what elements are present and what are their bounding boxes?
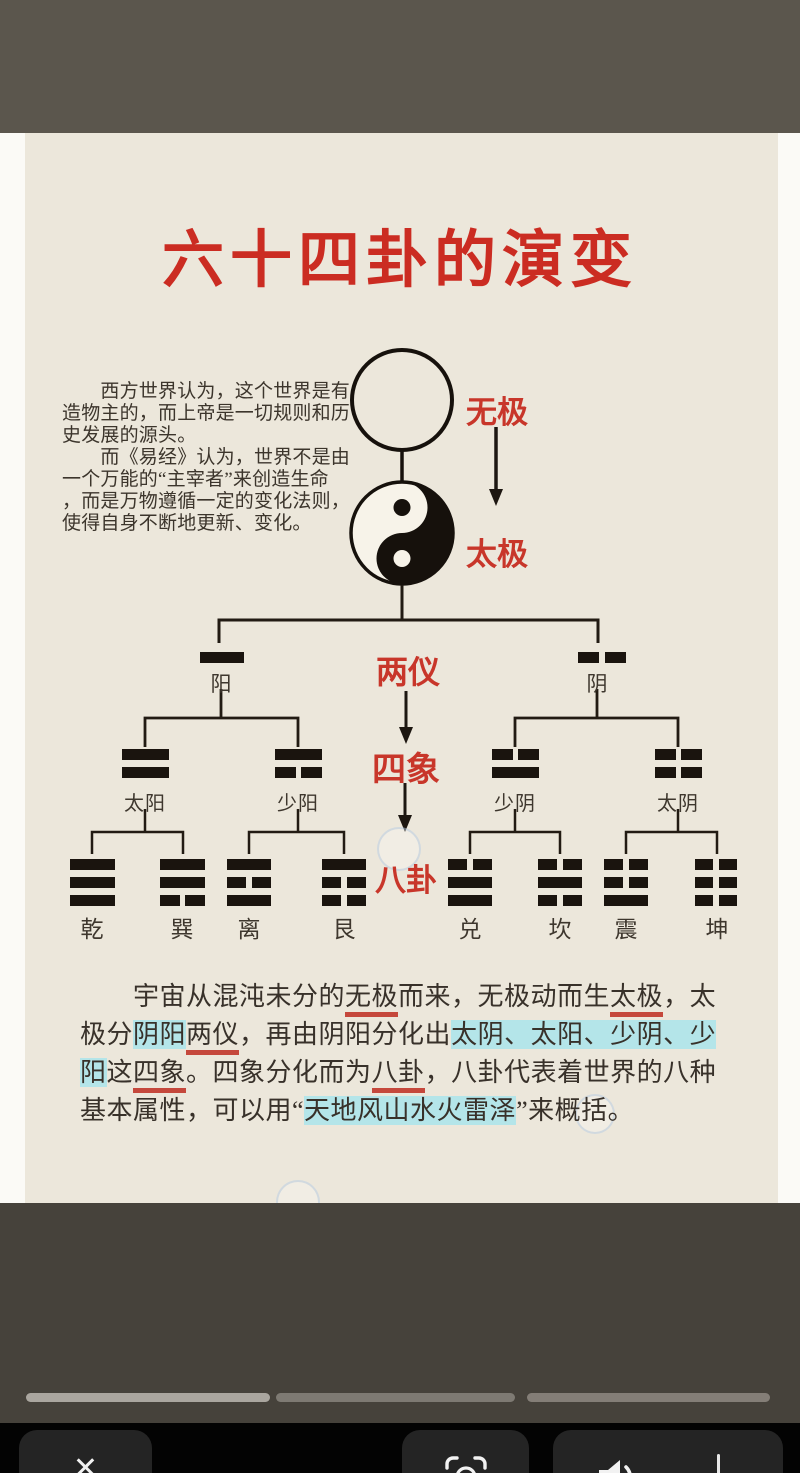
poster-title: 六十四卦的演变 [161,226,638,295]
trigram-qian [70,859,115,906]
node-label-zhen: 震 [614,917,638,942]
taiyang-symbol [122,749,169,778]
trigram-kan [538,859,582,906]
viewer-bottom-strip [0,1203,800,1423]
poster-photo[interactable]: 六十四卦的演变 西方世界认为，这个世界是有 造物主的，而上帝是一切规则和历 史发… [0,133,800,1224]
trigram-gen [322,859,366,906]
trigram-dui [448,859,492,906]
node-label-shaoyang: 少阳 [277,793,319,815]
trigram-li [227,859,271,906]
node-label-qian: 乾 [80,917,104,942]
watermark-circle [575,1094,615,1134]
viewer-toolbar: ✕ [0,1423,800,1473]
trigram-kun [695,859,737,906]
stage-label-liangyi: 两仪 [375,654,441,690]
node-label-dui: 兑 [458,917,482,942]
taiyin-symbol [655,749,702,778]
node-label-taiyin: 太阴 [657,793,699,815]
trigram-zhen [604,859,648,906]
progress-segment-current[interactable] [26,1393,270,1402]
progress-segment[interactable] [276,1393,515,1402]
node-label-gen: 艮 [332,917,356,942]
watermark-circle [377,827,421,871]
trigram-xun [160,859,205,906]
viewer-top-bar [0,0,800,133]
toolbar-divider [717,1454,720,1473]
yin-symbol [578,652,626,663]
node-label-shaoyin: 少阴 [494,793,536,815]
node-label-li: 离 [237,917,261,942]
node-label-taiyang: 太阳 [124,793,166,815]
stage-label-bagua: 八卦 [375,863,437,898]
summary-paragraph: 宇宙从混沌未分的无极而来，无极动而生太极，太 极分阴阳两仪，再由阴阳分化出太阴、… [80,982,717,1125]
speaker-on-icon [599,1460,632,1473]
shaoyin-symbol [492,749,539,778]
sound-button[interactable] [553,1430,783,1473]
node-label-xun: 巽 [170,917,194,942]
viewfinder-scan-icon [445,1456,487,1473]
intro-paragraph: 西方世界认为，这个世界是有 造物主的，而上帝是一切规则和历 史发展的源头。 而《… [62,381,351,534]
stage-label-sixiang: 四象 [372,751,440,789]
node-label-kun: 坤 [705,917,729,942]
progress-segment[interactable] [527,1393,770,1402]
yang-symbol [200,652,244,663]
node-label-yang: 阳 [210,672,232,696]
close-button[interactable]: ✕ [19,1430,152,1473]
scan-button[interactable] [402,1430,529,1473]
stage-label-taiji: 太极 [466,537,528,572]
stage-label-wuji: 无极 [466,395,528,430]
node-label-yin: 阴 [586,672,608,696]
close-icon: ✕ [72,1452,99,1473]
node-label-kan: 坎 [548,917,572,942]
shaoyang-symbol [275,749,322,778]
